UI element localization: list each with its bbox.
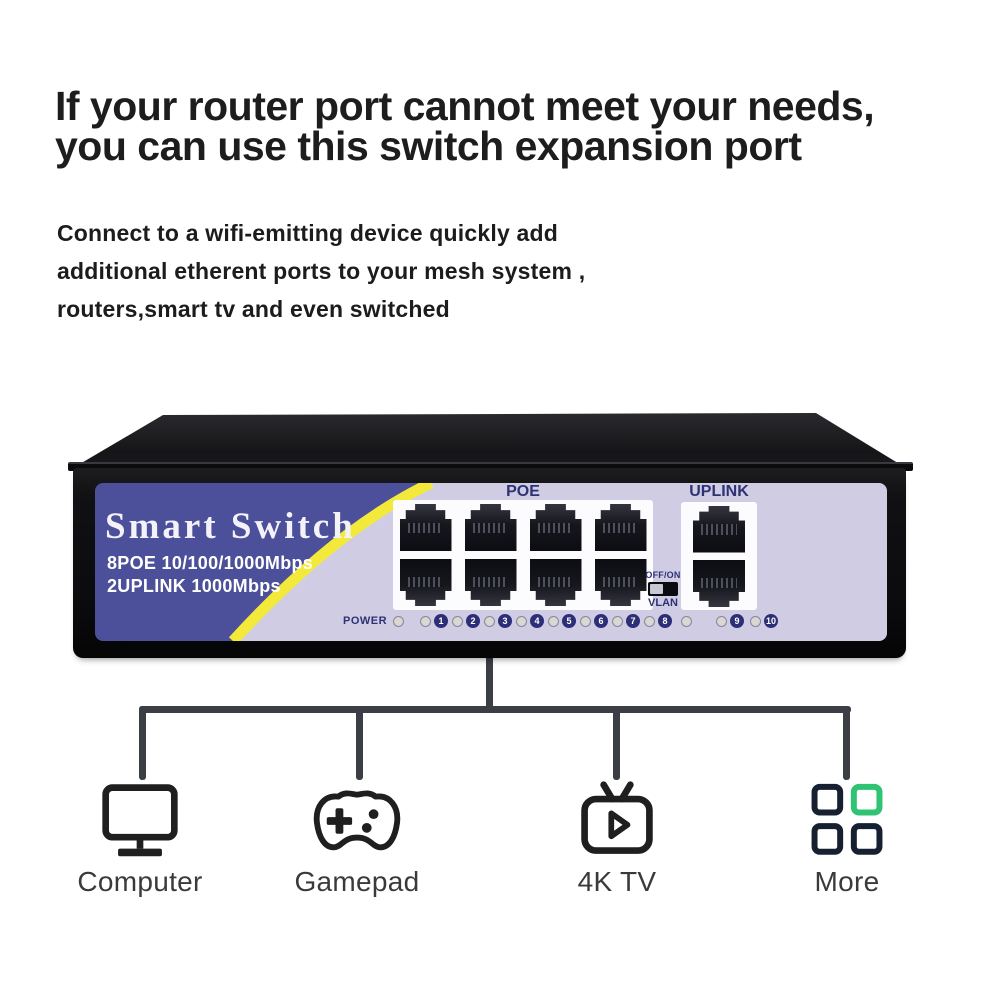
description-line2: additional etherent ports to your mesh s…	[57, 258, 586, 284]
description-text: Connect to a wifi-emitting device quickl…	[57, 214, 585, 328]
page-title-line2: you can use this switch expansion port	[55, 123, 802, 169]
port-led	[420, 615, 432, 627]
power-led	[393, 615, 405, 627]
port-number-badge: 1	[434, 614, 449, 628]
node-tv: 4K TV	[507, 780, 727, 898]
port-led	[516, 615, 528, 627]
port-led	[644, 615, 656, 627]
uplink-zone-label: UPLINK	[689, 483, 749, 500]
connector-drop-tv	[613, 706, 620, 780]
port-led	[548, 615, 560, 627]
node-computer: Computer	[30, 780, 250, 898]
port-number-badge: 5	[562, 614, 577, 628]
poe-zone-label: POE	[506, 483, 540, 500]
page-title: If your router port cannot meet your nee…	[55, 83, 875, 169]
port-led	[580, 615, 592, 627]
rj45-port-7	[530, 559, 582, 606]
page-title-line1: If your router port cannot meet your nee…	[55, 83, 875, 129]
port-number-badge: 2	[466, 614, 481, 628]
rj45-port-8	[595, 559, 647, 606]
port-led-pair: 2	[452, 614, 481, 628]
spec-line-2: 2UPLINK 1000Mbps	[107, 576, 281, 596]
switch-faceplate: Smart Switch 8POE 10/100/1000Mbps 2UPLIN…	[95, 483, 887, 641]
vlan-toggle-switch	[648, 582, 678, 596]
node-more: More	[737, 780, 957, 898]
poe-port-block	[393, 500, 653, 610]
vlan-offon-label: OFF/ON	[645, 570, 681, 580]
port-number-badge: 8	[658, 614, 673, 628]
port-led	[484, 615, 496, 627]
port-number-badge: 3	[498, 614, 513, 628]
rj45-uplink-port-9	[693, 505, 745, 553]
led-row: POWER 1 2 3 4 5 6 7 8 9 10	[343, 613, 779, 629]
connector-drop-computer	[139, 706, 146, 780]
switch-front-face: Smart Switch 8POE 10/100/1000Mbps 2UPLIN…	[73, 468, 906, 658]
connector-stem	[486, 650, 493, 712]
uplink-led	[716, 615, 728, 627]
vlan-led	[681, 615, 693, 627]
tv-icon	[581, 781, 653, 854]
uplink-number-badge: 9	[730, 614, 745, 628]
rj45-port-3	[529, 504, 582, 551]
computer-icon	[102, 784, 178, 857]
switch-lid-ridge	[68, 462, 913, 471]
node-label-gamepad: Gamepad	[294, 866, 420, 897]
port-led-pair: 8	[644, 614, 673, 628]
port-led	[612, 615, 624, 627]
rj45-port-1	[399, 504, 452, 551]
rj45-port-2	[464, 504, 517, 551]
node-label-computer: Computer	[77, 866, 203, 897]
more-icon	[811, 783, 883, 855]
vlan-label: VLAN	[648, 597, 678, 609]
brand-name: Smart Switch	[105, 506, 356, 547]
power-label: POWER	[343, 615, 388, 627]
port-led-pair: 4	[516, 614, 545, 628]
port-led-pair: 5	[548, 614, 577, 628]
description-line1: Connect to a wifi-emitting device quickl…	[57, 220, 559, 246]
vlan-switch-group: OFF/ON VLAN	[641, 570, 685, 609]
port-led-pair: 1	[420, 614, 449, 628]
port-led-pair: 3	[484, 614, 513, 628]
rj45-port-4	[594, 504, 647, 551]
node-label-more: More	[814, 866, 880, 897]
spec-line-1: 8POE 10/100/1000Mbps	[107, 553, 314, 573]
uplink-led-pair: 10	[750, 614, 779, 628]
node-label-tv: 4K TV	[577, 866, 657, 897]
uplink-led-pair: 9	[716, 614, 745, 628]
port-number-badge: 7	[626, 614, 641, 628]
connector-drop-gamepad	[356, 706, 363, 780]
gamepad-icon	[313, 790, 401, 851]
port-led	[452, 615, 464, 627]
switch-device: Smart Switch 8POE 10/100/1000Mbps 2UPLIN…	[60, 410, 920, 660]
node-gamepad: Gamepad	[247, 780, 467, 898]
rj45-port-6	[465, 559, 517, 606]
uplink-led	[750, 615, 762, 627]
switch-top-face	[73, 413, 906, 468]
connector-horizontal-bar	[139, 706, 851, 713]
port-number-badge: 6	[594, 614, 609, 628]
uplink-number-badge: 10	[764, 614, 779, 628]
connector-drop-more	[843, 706, 850, 780]
uplink-port-block	[681, 502, 757, 610]
port-led-pair: 7	[612, 614, 641, 628]
rj45-uplink-port-10	[693, 560, 745, 607]
port-number-badge: 4	[530, 614, 545, 628]
description-line3: routers,smart tv and even switched	[57, 296, 450, 322]
rj45-port-5	[400, 559, 452, 606]
port-led-pair: 6	[580, 614, 609, 628]
